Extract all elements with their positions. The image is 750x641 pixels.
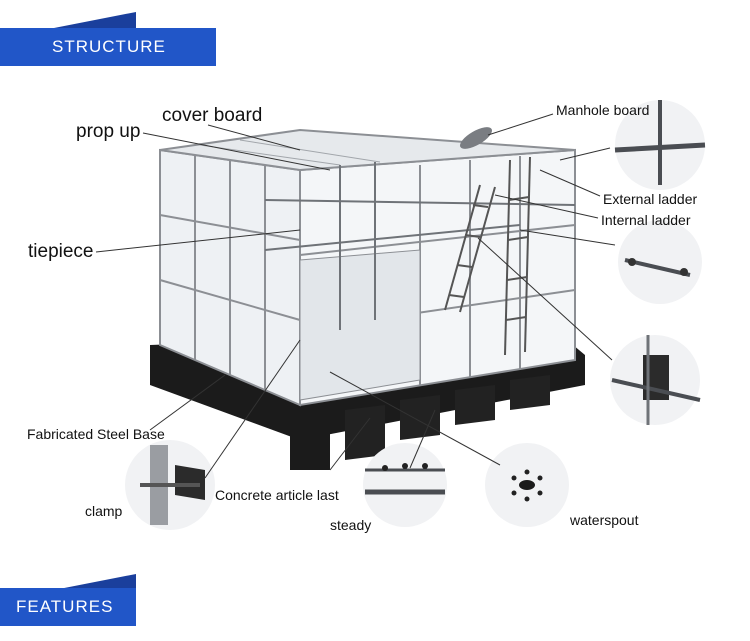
detail-ladder-bracket xyxy=(618,220,702,304)
tie-rods xyxy=(264,162,576,330)
label-cover-board: cover board xyxy=(162,105,263,126)
detail-steady xyxy=(363,443,447,527)
manhole-lid xyxy=(460,127,492,149)
structure-banner: STRUCTURE xyxy=(0,10,230,66)
features-heading: FEATURES xyxy=(0,588,136,626)
label-fabricated-steel-base: Fabricated Steel Base xyxy=(27,426,165,442)
tank-right-face xyxy=(299,148,576,407)
detail-waterspout xyxy=(485,443,569,527)
label-internal-ladder: Internal ladder xyxy=(601,212,691,228)
label-waterspout: waterspout xyxy=(570,512,639,528)
leader-lines xyxy=(95,113,616,479)
label-external-ladder: External ladder xyxy=(603,191,698,207)
label-concrete-article-last: Concrete article last xyxy=(215,487,339,503)
structure-heading-text: STRUCTURE xyxy=(52,37,166,56)
label-prop-up: prop up xyxy=(76,121,141,142)
detail-manhole-board xyxy=(614,100,706,190)
tank-structure-diagram xyxy=(95,100,706,530)
detail-internal-connector xyxy=(610,335,701,425)
label-steady: steady xyxy=(330,517,372,533)
internal-ladder xyxy=(444,184,496,313)
features-heading-text: FEATURES xyxy=(16,597,114,616)
banner-ribbon xyxy=(54,12,136,28)
detail-clamp xyxy=(125,440,215,530)
label-clamp: clamp xyxy=(85,503,123,519)
structure-heading: STRUCTURE xyxy=(0,28,216,66)
label-tiepiece: tiepiece xyxy=(28,241,94,262)
features-banner: FEATURES xyxy=(0,572,230,628)
banner-ribbon xyxy=(54,574,136,590)
external-ladder xyxy=(504,156,531,356)
label-manhole-board: Manhole board xyxy=(556,102,650,118)
